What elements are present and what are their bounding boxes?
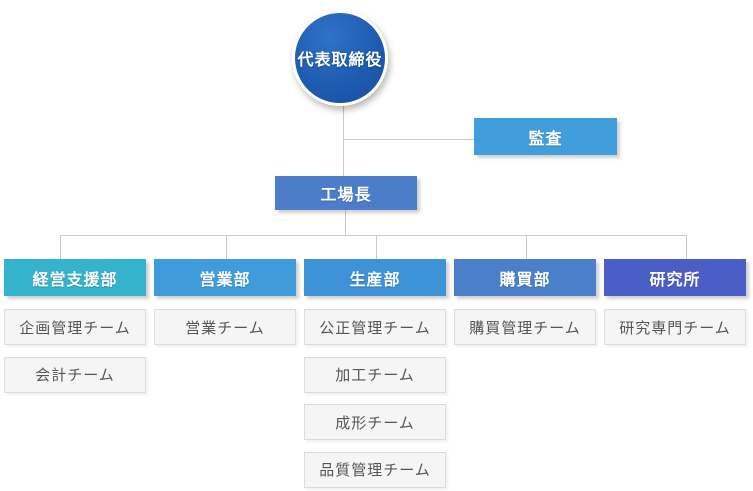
node-dept-production: 生産部	[304, 259, 446, 296]
connector-drop-dept-3	[376, 235, 377, 259]
node-label: 研究所	[649, 271, 701, 289]
team-label: 品質管理チーム	[319, 462, 431, 479]
team-label: 購買管理チーム	[469, 319, 581, 337]
team-label: 公正管理チーム	[319, 319, 431, 337]
team-label: 研究専門チーム	[619, 319, 731, 337]
team-list-purchasing: 購買管理チーム	[454, 309, 596, 357]
node-team: 購買管理チーム	[454, 309, 596, 345]
team-list-research: 研究専門チーム	[604, 309, 746, 357]
connector-manager-to-rail	[345, 210, 346, 235]
team-label: 会計チーム	[35, 367, 115, 384]
node-team: 企画管理チーム	[4, 309, 146, 345]
connector-drop-dept-5	[686, 235, 687, 259]
node-team: 会計チーム	[4, 356, 146, 393]
connector-department-rail	[60, 235, 687, 236]
node-label: 営業部	[199, 271, 251, 289]
node-label: 生産部	[349, 271, 401, 289]
node-label: 購買部	[499, 271, 551, 289]
connector-drop-dept-1	[60, 235, 61, 259]
node-label: 工場長	[320, 187, 372, 204]
node-representative-director: 代表取締役	[292, 10, 388, 106]
node-team: 研究専門チーム	[604, 309, 746, 345]
team-list-production: 公正管理チーム 加工チーム 成形チーム 品質管理チーム	[304, 309, 446, 491]
node-team: 加工チーム	[304, 356, 446, 393]
team-label: 企画管理チーム	[19, 319, 131, 337]
node-label: 経営支援部	[32, 271, 118, 289]
connector-root-to-manager	[343, 105, 344, 176]
node-dept-sales: 営業部	[154, 259, 296, 296]
node-team: 公正管理チーム	[304, 309, 446, 345]
node-dept-management-support: 経営支援部	[4, 259, 146, 296]
node-label: 監査	[528, 130, 563, 148]
node-team: 成形チーム	[304, 404, 446, 440]
node-factory-manager: 工場長	[275, 176, 417, 210]
node-team: 営業チーム	[154, 309, 296, 345]
team-list-sales: 営業チーム	[154, 309, 296, 357]
team-label: 営業チーム	[185, 319, 265, 337]
node-label: 代表取締役	[297, 52, 383, 69]
connector-to-audit	[344, 139, 475, 140]
connector-drop-dept-4	[526, 235, 527, 259]
team-label: 成形チーム	[335, 414, 415, 432]
connector-drop-dept-2	[226, 235, 227, 259]
node-dept-research: 研究所	[604, 259, 746, 296]
node-team: 品質管理チーム	[304, 451, 446, 488]
team-list-management-support: 企画管理チーム 会計チーム	[4, 309, 146, 404]
team-label: 加工チーム	[335, 367, 415, 384]
node-dept-purchasing: 購買部	[454, 259, 596, 296]
node-audit: 監査	[474, 118, 617, 155]
